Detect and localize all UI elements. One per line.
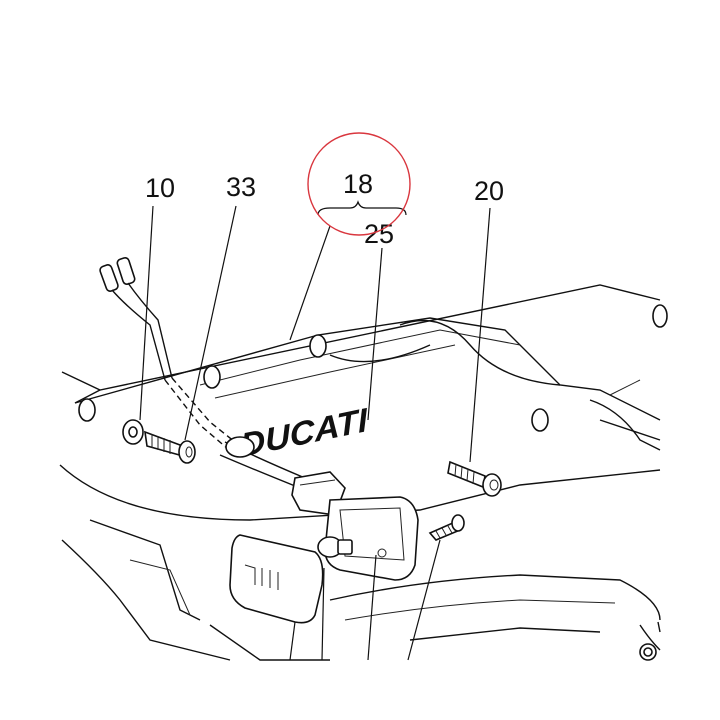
callout-leaders xyxy=(139,200,491,463)
wiring-harness xyxy=(99,257,306,489)
callout-labels: 10 33 18 25 20 xyxy=(145,169,504,249)
ducati-logo: DUCATI xyxy=(239,401,370,464)
callout-33: 33 xyxy=(226,172,256,202)
highlight-circle xyxy=(307,132,411,236)
tail-frame xyxy=(59,284,668,661)
lens-screw xyxy=(428,514,465,541)
turn-signal-assembly xyxy=(229,471,465,661)
washer-10 xyxy=(122,419,144,445)
screw-33 xyxy=(144,430,196,464)
callout-18: 18 xyxy=(343,169,373,199)
screw-20 xyxy=(447,460,502,497)
callout-10: 10 xyxy=(145,173,175,203)
callout-20: 20 xyxy=(474,176,504,206)
bulb xyxy=(317,536,353,558)
lens xyxy=(229,534,324,624)
logo-text: DUCATI xyxy=(239,401,370,464)
